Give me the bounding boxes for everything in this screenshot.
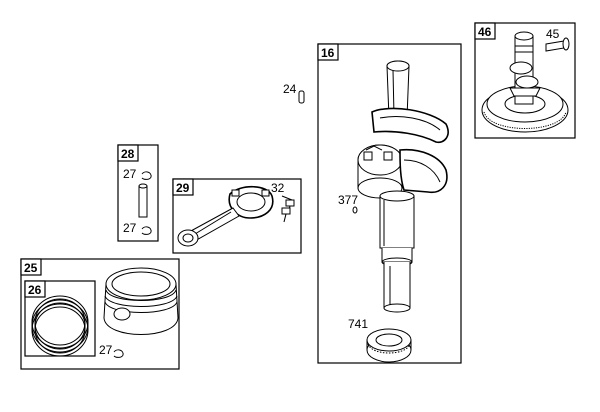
cam-pin-drawing <box>545 37 570 52</box>
gear-label: 741 <box>348 317 368 331</box>
crankshaft-drawing <box>357 60 449 313</box>
connecting-rod-drawing <box>177 185 274 247</box>
piston-drawing <box>103 267 179 335</box>
piston-clip-label: 27 <box>99 343 113 357</box>
key-label: 377 <box>338 193 358 207</box>
rod-bolt-label: 32 <box>271 181 285 195</box>
pin-group-tag: 28 <box>121 147 135 161</box>
clip-bottom-label: 27 <box>123 221 137 235</box>
piston-clip-drawing <box>113 349 124 358</box>
cam-gear-group-tag: 46 <box>478 25 492 39</box>
clip-top-drawing <box>141 171 152 180</box>
dowel-pin-drawing <box>298 90 305 104</box>
crank-gear-drawing <box>366 328 412 363</box>
piston-group: 25 27 26 <box>20 258 180 370</box>
piston-rings-drawing <box>31 295 89 357</box>
camshaft-gear-drawing <box>481 31 569 133</box>
clip-top-label: 27 <box>123 167 137 181</box>
cam-pin-label: 45 <box>546 27 560 41</box>
rod-group: 29 32 <box>172 178 302 254</box>
ring-group: 26 <box>24 280 96 357</box>
rod-group-tag: 29 <box>176 181 190 195</box>
piston-group-tag: 25 <box>24 261 38 275</box>
rod-bolts-drawing <box>281 195 295 223</box>
piston-pin-drawing <box>138 183 148 218</box>
ring-group-tag: 26 <box>28 283 42 297</box>
crankshaft-group: 16 <box>317 43 462 364</box>
woodruff-key-drawing <box>352 206 358 214</box>
dowel-label: 24 <box>283 82 297 96</box>
pin-group: 28 27 27 <box>117 144 159 242</box>
clip-bottom-drawing <box>141 226 152 235</box>
cam-gear-group: 46 45 <box>474 22 576 139</box>
crankshaft-group-tag: 16 <box>321 46 335 60</box>
